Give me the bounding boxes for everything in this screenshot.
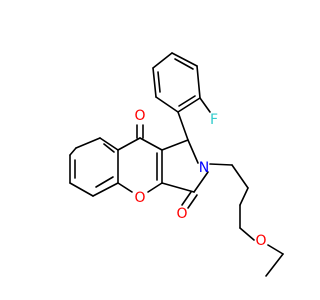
label-n-ring: N — [199, 160, 209, 176]
benzo-ring — [69, 137, 119, 197]
label-o-ether: O — [255, 233, 266, 249]
molecule-diagram: O O O N F O — [69, 52, 284, 277]
atom-label-o-ketone: O — [134, 108, 145, 124]
pyrrolidinone-ring — [161, 139, 209, 209]
atom-label-o-ether: O — [255, 233, 266, 249]
pyranone-ring — [117, 124, 163, 193]
atom-label-o-lactam: O — [176, 206, 187, 222]
label-fluorine: F — [210, 112, 218, 128]
atom-label-n: N — [199, 160, 209, 176]
label-o-ketone: O — [134, 108, 145, 124]
atom-label-f: F — [210, 112, 218, 128]
structure-svg: O O O N F O — [69, 52, 284, 277]
label-o-ring: O — [134, 190, 145, 206]
fluorophenyl-ring — [152, 52, 211, 141]
ethoxypropyl-chain — [209, 163, 284, 277]
label-o-lactam: O — [176, 206, 187, 222]
atom-label-o-ring: O — [134, 190, 145, 206]
